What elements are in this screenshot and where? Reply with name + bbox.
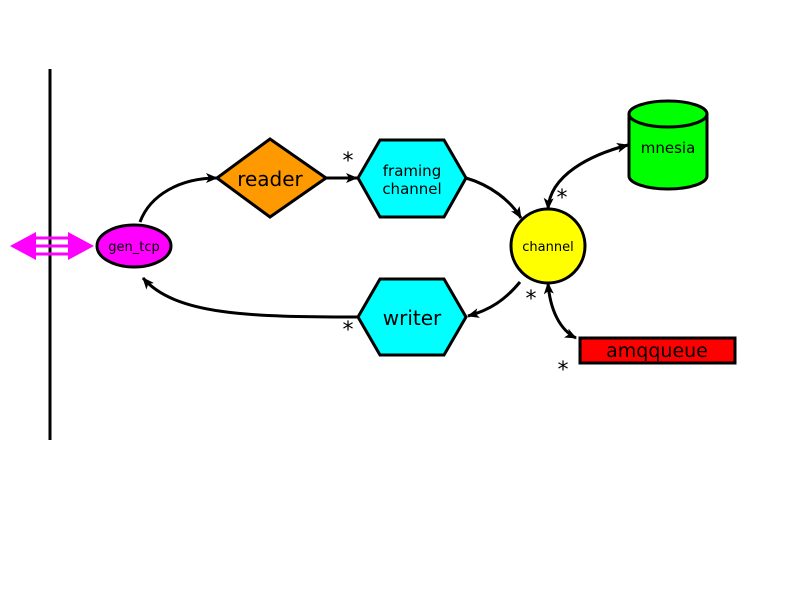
- gen_tcp-shape: [95, 223, 173, 269]
- mnesia-label: mnesia: [641, 139, 696, 157]
- multiplicity-framing-in: *: [343, 149, 354, 174]
- gen_tcp-label: gen_tcp: [108, 240, 160, 255]
- edge-framing-to-channel: [465, 176, 523, 219]
- multiplicity-channel-mnesia: *: [557, 186, 568, 211]
- amqqueue-shape: [578, 336, 737, 365]
- edges: [138, 142, 629, 340]
- multiplicity-writer-out: *: [343, 318, 354, 343]
- channel-label: channel: [522, 240, 573, 255]
- writer-label: writer: [383, 306, 442, 330]
- multiplicity-channel-writer: *: [526, 287, 537, 312]
- node-writer: writer: [356, 277, 468, 357]
- edge-gen_tcp-to-reader: [138, 173, 218, 223]
- edge-channel-to-writer: [467, 281, 522, 318]
- channel-shape: [509, 207, 587, 285]
- framing-channel-label-line2: channel: [382, 180, 441, 198]
- node-reader: reader: [214, 137, 329, 219]
- node-framing-channel: framing channel: [356, 138, 468, 219]
- multiplicity-amqqueue-in: *: [558, 358, 569, 383]
- mnesia-top-rim: [627, 113, 709, 129]
- external-connection-arrow: [10, 232, 94, 260]
- amqqueue-label: amqqueue: [606, 340, 708, 362]
- node-amqqueue: amqqueue: [578, 336, 737, 365]
- reader-shape: [214, 137, 329, 219]
- edge-channel-mnesia: [543, 142, 629, 210]
- node-gen_tcp: gen_tcp: [95, 223, 173, 269]
- reader-label: reader: [237, 167, 303, 191]
- node-mnesia: mnesia: [627, 99, 709, 191]
- edge-writer-to-gen_tcp: [141, 277, 358, 319]
- framing-channel-shape: [356, 138, 468, 219]
- node-channel: channel: [509, 207, 587, 285]
- mnesia-shape: [627, 99, 709, 191]
- framing-channel-label-line1: framing: [383, 162, 441, 180]
- edge-channel-amqqueue: [543, 282, 577, 340]
- writer-shape: [356, 277, 468, 357]
